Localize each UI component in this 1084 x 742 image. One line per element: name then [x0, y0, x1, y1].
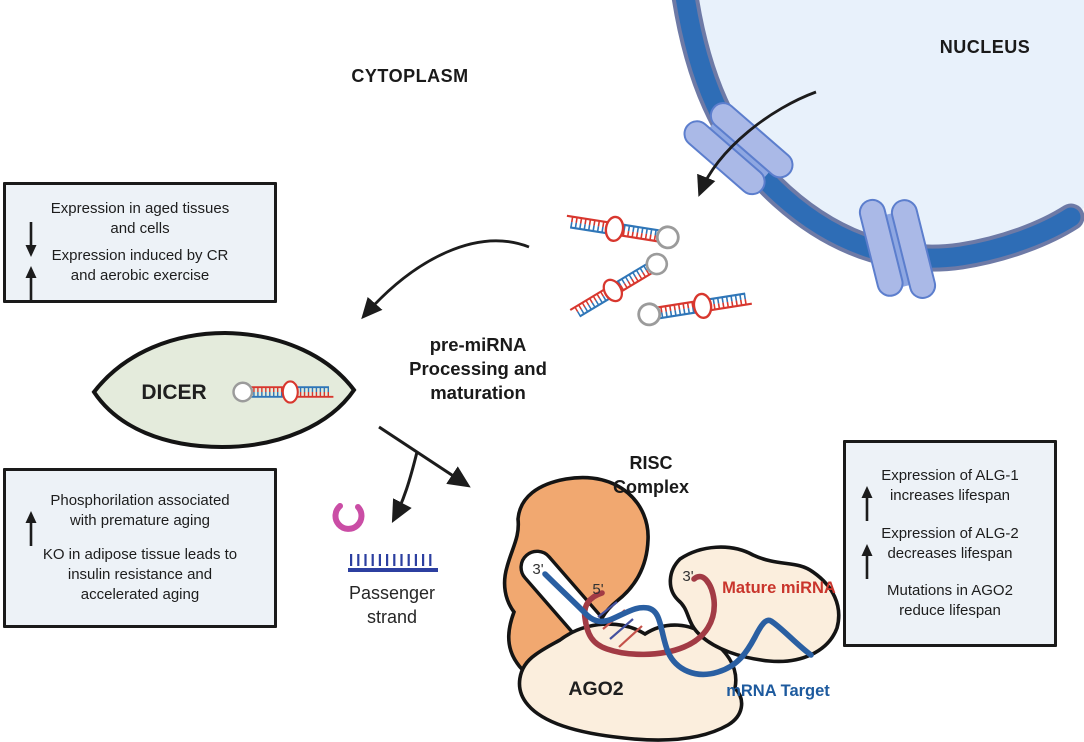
annotation-line: Expression of ALG-2: [881, 524, 1019, 542]
annotation-item: Expression in aged tissues and cells: [14, 199, 266, 257]
dicer-to-risc-arrow: [378, 425, 471, 488]
pre-mirna-hairpin: [564, 209, 680, 250]
dicer-enzyme: [91, 330, 357, 450]
ago2-label: AGO2: [568, 678, 623, 700]
dicer-body: [91, 330, 357, 450]
risc-label-line2: Complex: [613, 477, 689, 497]
annotation-line: and cells: [110, 219, 170, 237]
annotation-line: insulin resistance and: [67, 566, 213, 583]
annotation-line: KO in adipose tissue leads to: [42, 546, 238, 563]
processing-label-line2: Processing and: [409, 358, 547, 379]
annotation-line: increases lifespan: [889, 487, 1011, 505]
annotation-line: and aerobic exercise: [70, 267, 210, 285]
slot-3-prime-label: 3': [532, 561, 543, 578]
mature-mirna-label: Mature miRNA: [722, 579, 836, 597]
risc-complex: [502, 475, 841, 742]
risc-right-lobe: [668, 545, 841, 664]
dicer-regulation-box: Expression in aged tissues and cells Exp…: [3, 182, 277, 303]
annotation-line: Mutations in AGO2: [887, 581, 1013, 599]
pre-mirna-hairpin: [637, 286, 753, 327]
annotation-line: Phosphorilation associated: [50, 492, 230, 509]
annotation-line: with premature aging: [69, 512, 211, 529]
nucleus: [671, 0, 1084, 310]
processing-label-line3: maturation: [430, 382, 526, 403]
risc-lifespan-box: Expression of ALG-1 increases lifespan E…: [843, 440, 1057, 647]
risc-label-line1: RISC: [629, 453, 672, 473]
premirna-to-dicer-arrow: [361, 239, 530, 320]
nucleus-label: NUCLEUS: [940, 37, 1031, 57]
loop-fragment: [332, 503, 365, 532]
annotation-item: Phosphorilation associated with prematur…: [14, 491, 266, 546]
passenger-label-line1: Passenger: [349, 583, 435, 603]
processing-label-line1: pre-miRNA: [430, 334, 527, 355]
dicer-aging-box: Phosphorilation associated with prematur…: [3, 468, 277, 628]
annotation-line: decreases lifespan: [887, 544, 1013, 562]
annotation-line: Expression of ALG-1: [881, 467, 1019, 485]
passenger-label-line2: strand: [367, 607, 417, 627]
slot-5-prime-label: 5': [592, 581, 603, 598]
annotation-line: reduce lifespan: [899, 601, 1001, 619]
annotation-line: Expression in aged tissues: [50, 199, 230, 217]
cytoplasm-label: CYTOPLASM: [351, 66, 468, 86]
dicer-to-passenger-arrow: [391, 451, 419, 523]
annotation-item: KO in adipose tissue leads to insulin re…: [14, 545, 266, 605]
mrna-target-label: mRNA Target: [726, 682, 830, 700]
annotation-item: Expression induced by CR and aerobic exe…: [14, 246, 266, 302]
passenger-strand-icon: [348, 554, 438, 572]
nucleus-export-arrow: [697, 90, 817, 197]
annotation-item: Expression of ALG-2 decreases lifespan: [854, 524, 1046, 579]
dicer-label: DICER: [141, 381, 206, 404]
annotation-line: Expression induced by CR: [51, 247, 229, 265]
mirna-3-prime-label: 3': [682, 568, 693, 585]
annotation-line: accelerated aging: [80, 586, 200, 603]
mrna-target-strand: [542, 571, 814, 678]
annotation-item: Expression of ALG-1 increases lifespan: [854, 466, 1046, 522]
annotation-item: Mutations in AGO2 reduce lifespan: [854, 581, 1046, 621]
nuclear-membrane: [675, 0, 1081, 268]
